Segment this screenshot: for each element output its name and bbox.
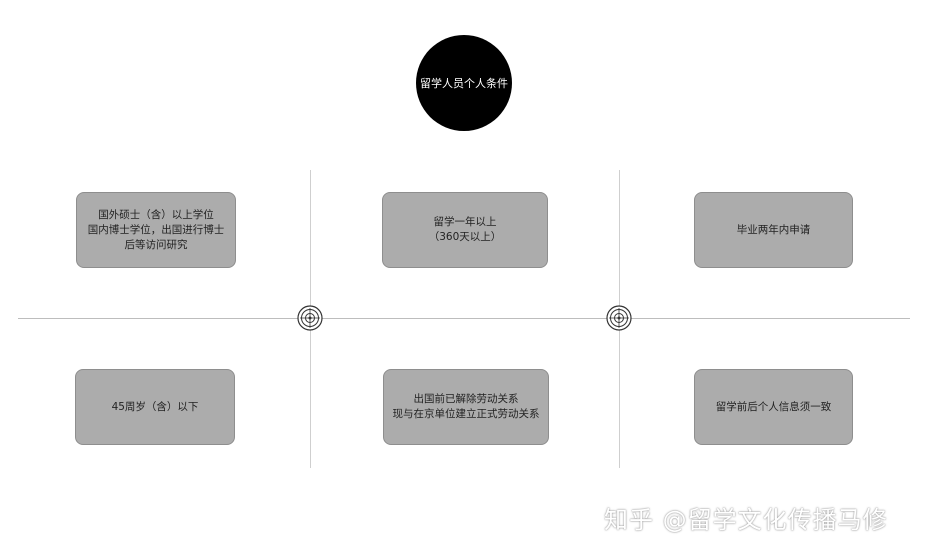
node-study-duration: 留学一年以上 （360天以上） [382, 192, 548, 268]
horizontal-axis-line [18, 318, 910, 319]
node-degree-line-1: 国外硕士（含）以上学位 [98, 208, 214, 221]
node-study-duration-line-1: 留学一年以上 [433, 216, 497, 228]
title-text: 留学人员个人条件 [420, 77, 508, 90]
node-employment-line-1: 出国前已解除劳动关系 [413, 393, 519, 405]
node-employment-line-2: 现与在京单位建立正式劳动关系 [392, 408, 540, 420]
target-icon [606, 305, 632, 331]
node-age-limit: 45周岁（含）以下 [75, 369, 235, 445]
node-degree: 国外硕士（含）以上学位 国内博士学位，出国进行博士 后等访问研究 [76, 192, 236, 268]
node-info-consistency: 留学前后个人信息须一致 [694, 369, 853, 445]
node-info-consistency-line-1: 留学前后个人信息须一致 [715, 400, 832, 413]
title-circle: 留学人员个人条件 [416, 35, 512, 131]
watermark: 知乎 @留学文化传播马修 [604, 506, 888, 534]
target-icon [297, 305, 323, 331]
node-graduation-window: 毕业两年内申请 [694, 192, 853, 268]
node-study-duration-line-2: （360天以上） [428, 231, 502, 243]
node-employment: 出国前已解除劳动关系 现与在京单位建立正式劳动关系 [383, 369, 549, 445]
node-degree-line-3: 后等访问研究 [124, 238, 188, 251]
node-age-limit-line-1: 45周岁（含）以下 [111, 400, 199, 413]
node-graduation-window-line-1: 毕业两年内申请 [736, 223, 811, 236]
node-degree-line-2: 国内博士学位，出国进行博士 [87, 223, 225, 236]
